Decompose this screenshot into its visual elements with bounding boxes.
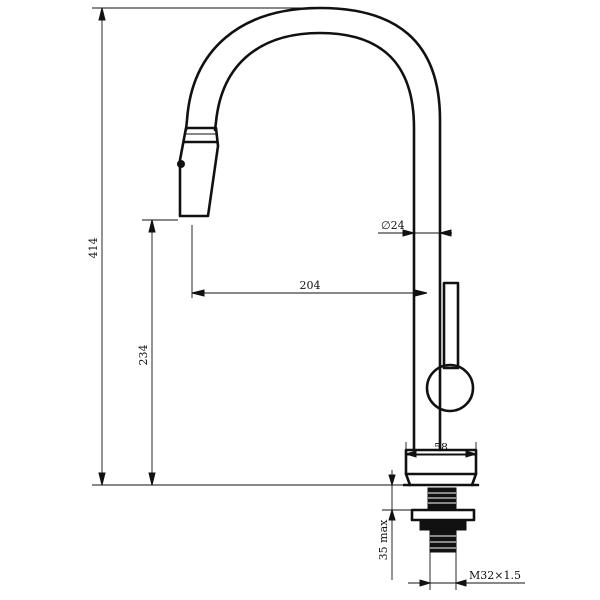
shank-threads (428, 492, 456, 504)
dimension-thread: M32×1.5 (408, 552, 525, 590)
handle-lever (442, 281, 460, 370)
gooseneck-outer (184, 6, 442, 452)
dimension-tube-diameter: ∅24 (378, 219, 452, 237)
tube-diameter-label: ∅24 (381, 219, 405, 232)
threaded-shank-top (427, 487, 457, 511)
reach-label: 204 (300, 279, 321, 292)
threaded-shank-bottom (429, 529, 457, 553)
mounting-nut (419, 519, 467, 531)
dimension-base-width: 58 (404, 441, 478, 458)
spray-head (178, 126, 220, 218)
thread-label: M32×1.5 (469, 569, 521, 582)
mounting-hardware (410, 487, 476, 553)
total-height-label: 414 (87, 238, 100, 259)
dimension-total-height: 414 (87, 7, 402, 486)
base-width-label: 58 (434, 441, 448, 454)
mounting-washer (410, 508, 476, 522)
dimension-spout-height: 234 (137, 219, 178, 486)
faucet-body (177, 6, 480, 553)
handle-hub (425, 363, 475, 413)
spray-button-icon (177, 160, 185, 168)
spout-height-label: 234 (137, 345, 150, 366)
base-flange (404, 472, 478, 487)
dimension-max-thickness: 35 max (377, 470, 412, 580)
dimension-reach: 204 (191, 225, 428, 298)
shank-threads-lower (430, 535, 456, 549)
gooseneck-inner (213, 31, 416, 452)
max-thickness-label: 35 max (377, 519, 390, 560)
